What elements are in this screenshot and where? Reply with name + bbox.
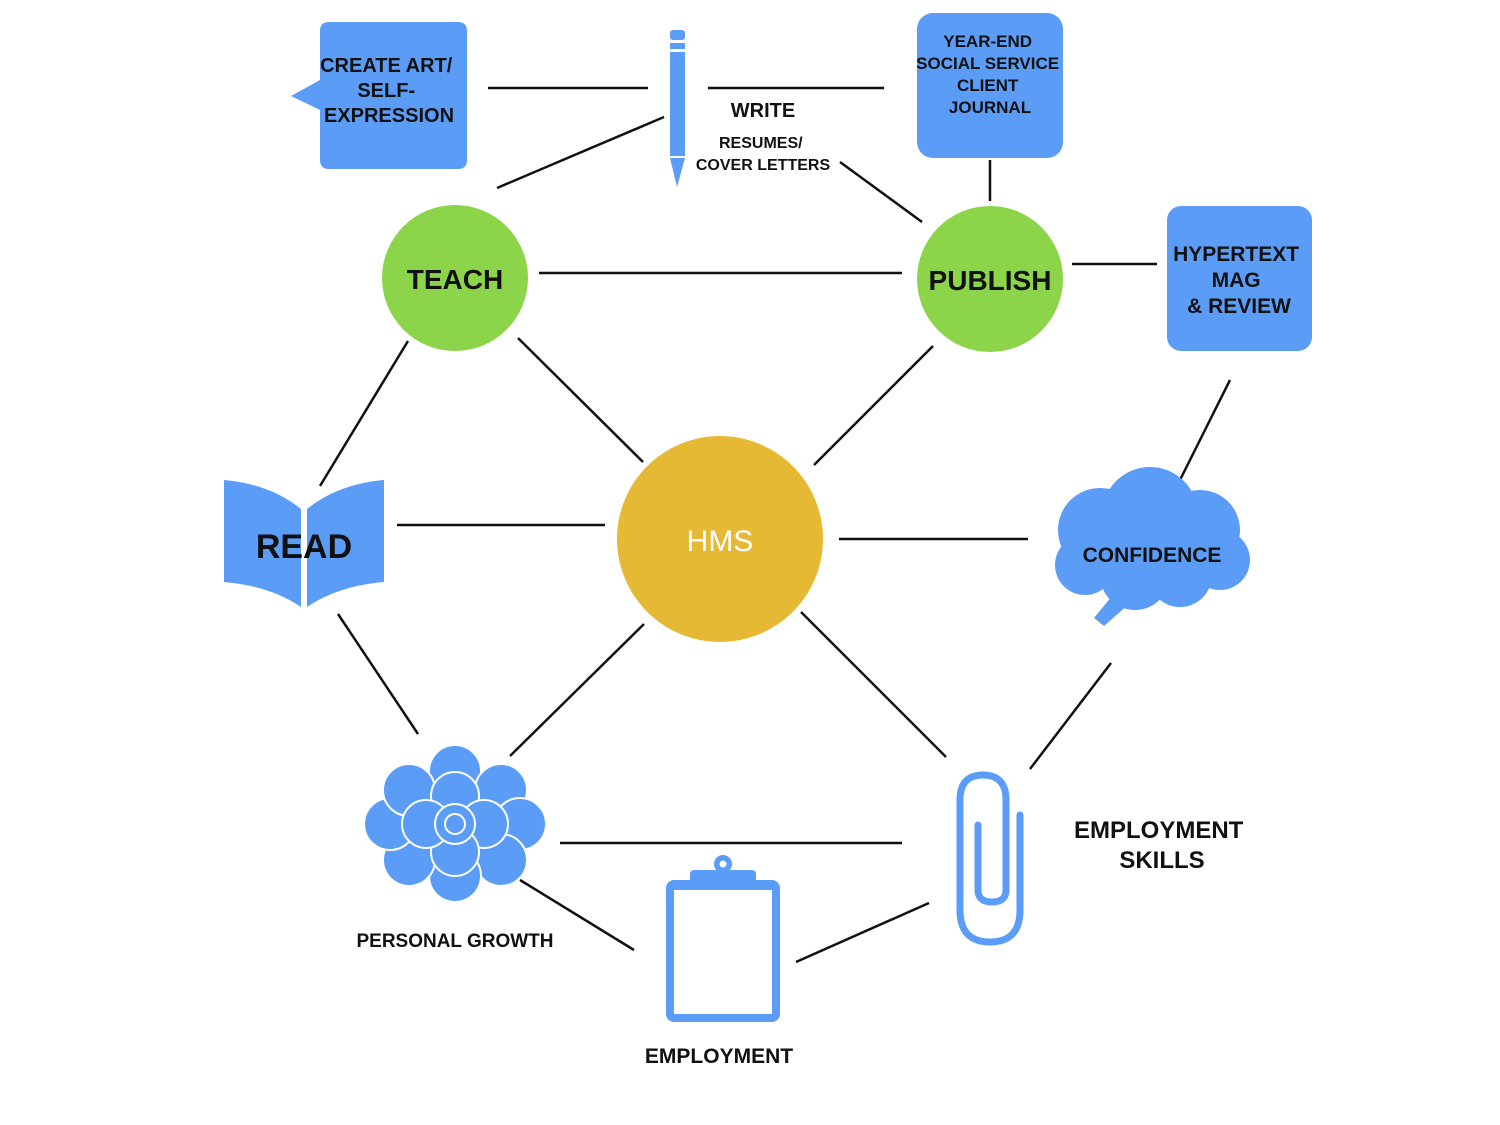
teach-circle [382,205,528,351]
publish-node: PUBLISH [917,206,1063,352]
hypertext-line-2: MAG [1212,269,1261,292]
hms-label: HMS [687,525,754,558]
hypertext-box [1167,206,1312,351]
edge-resumes-publish [839,160,923,224]
personal-growth-label: PERSONAL GROWTH [356,931,553,952]
edge-teach-read [318,340,410,487]
confidence-label: CONFIDENCE [1083,544,1222,567]
hypertext-node: HYPERTEXT MAG & REVIEW [1167,206,1312,351]
read-label: READ [256,528,352,566]
publish-label: PUBLISH [929,265,1052,296]
teach-node: TEACH [382,205,528,351]
edge-hypertext-confidence [1178,379,1232,481]
employment-skills-line-1: EMPLOYMENT [1074,817,1244,844]
create-art-node: CREATE ART/ SELF- EXPRESSION [291,22,467,169]
journal-node: YEAR-END SOCIAL SERVICE CLIENT JOURNAL [916,13,1064,158]
resumes-line-1: RESUMES/ [719,135,803,152]
edge-pencil-teach [496,115,665,190]
employment-skills-node: EMPLOYMENT SKILLS [956,771,1250,946]
create-art-line-3: EXPRESSION [324,105,454,127]
journal-line-3: CLIENT [957,76,1019,95]
journal-box [917,13,1063,158]
create-art-label: CREATE ART/ SELF- EXPRESSION [320,55,458,127]
write-node: WRITE RESUMES/ COVER LETTERS [670,30,830,187]
edge-hms-paperclip [800,611,947,758]
employment-skills-label: EMPLOYMENT SKILLS [1074,817,1250,874]
hms-circle [617,436,823,642]
hypertext-label: HYPERTEXT MAG & REVIEW [1173,243,1305,318]
employment-node: EMPLOYMENT [645,855,793,1068]
speech-bubble-icon [291,22,467,169]
resumes-line-2: COVER LETTERS [696,157,831,174]
journal-label: YEAR-END SOCIAL SERVICE CLIENT JOURNAL [916,32,1064,117]
publish-circle [917,206,1063,352]
pencil-icon [670,30,685,187]
create-art-line-1: CREATE ART/ [320,55,453,77]
journal-line-2: SOCIAL SERVICE [916,54,1059,73]
teach-label: TEACH [407,264,503,295]
thought-cloud-icon [1055,467,1250,626]
edge-read-flower [336,613,420,735]
employment-skills-line-2: SKILLS [1119,847,1204,874]
connector-lines [318,86,1232,964]
open-book-icon [224,480,384,607]
journal-line-1: YEAR-END [943,32,1032,51]
hms-node: HMS [617,436,823,642]
employment-label: EMPLOYMENT [645,1045,793,1068]
confidence-node: CONFIDENCE [1055,467,1250,626]
journal-line-4: JOURNAL [949,98,1031,117]
flower-icon [363,744,547,903]
edge-confidence-paperclip [1029,662,1112,770]
write-label: WRITE [731,100,795,122]
personal-growth-node: PERSONAL GROWTH [356,744,554,952]
edge-clipboard-paperclip [795,901,930,964]
paperclip-icon [956,771,1024,946]
clipboard-icon [666,855,780,1022]
hypertext-line-1: HYPERTEXT [1173,243,1299,266]
edge-publish-hms [813,345,934,466]
read-node: READ [224,480,384,607]
create-art-line-2: SELF- [357,80,415,102]
resumes-label: RESUMES/ COVER LETTERS [696,135,831,174]
hypertext-line-3: & REVIEW [1187,295,1291,318]
edge-hms-flower [509,623,645,757]
edge-flower-clipboard [519,878,635,952]
edge-teach-hms [517,337,644,463]
